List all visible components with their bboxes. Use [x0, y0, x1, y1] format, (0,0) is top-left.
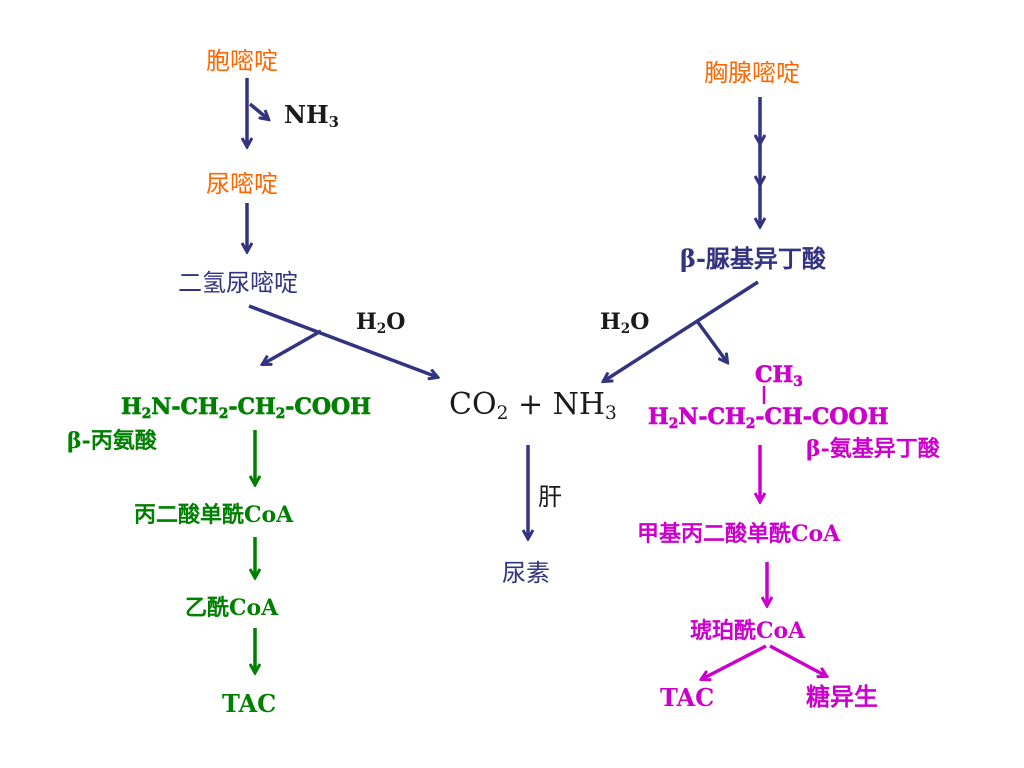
- beta-aminoisobutyrate-name: β-氨基异丁酸: [806, 436, 940, 462]
- uracil-label: 尿嘧啶: [206, 170, 278, 198]
- succinyl-coa-label: 琥珀酰CoA: [690, 618, 806, 644]
- nh3-release-label: NH3: [284, 100, 339, 132]
- arrow-ureido-to-co2: [604, 280, 759, 381]
- arrow-nh3-branch: [248, 102, 268, 119]
- water-right-label: H2O: [600, 309, 650, 337]
- malonyl-semialdehyde-coa-label: 丙二酸单酰CoA: [134, 502, 294, 528]
- arrow-branch-to-aminoisobutyrate: [695, 319, 727, 362]
- tac-right-label: TAC: [660, 683, 715, 712]
- beta-aminoisobutyrate-formula: H2N-CH2-CH-COOH: [648, 404, 889, 432]
- arrow-branch-to-beta-alanine: [263, 329, 322, 364]
- arrow-dihydrouracil-to-co2: [248, 304, 437, 377]
- water-left-label: H2O: [356, 309, 406, 337]
- liver-label: 肝: [538, 483, 562, 511]
- co2-nh3-label: CO2 + NH3: [449, 387, 617, 425]
- methylmalonyl-coa-label: 甲基丙二酸单酰CoA: [637, 521, 841, 547]
- beta-ureidoisobutyrate-label: β-脲基异丁酸: [680, 244, 826, 273]
- beta-alanine-name: β-丙氨酸: [67, 428, 157, 454]
- dihydrouracil-label: 二氢尿嘧啶: [178, 269, 298, 297]
- arrow-succinyl-to-tac: [702, 644, 767, 679]
- acetyl-coa-label: 乙酰CoA: [185, 595, 279, 621]
- tac-left-label: TAC: [222, 689, 277, 718]
- thymine-label: 胸腺嘧啶: [704, 59, 800, 87]
- methyl-group-label: CH3: [755, 362, 803, 390]
- cytosine-label: 胞嘧啶: [206, 47, 278, 75]
- gluconeogenesis-label: 糖异生: [806, 682, 878, 711]
- arrow-succinyl-to-gluconeogenesis: [769, 644, 826, 676]
- beta-alanine-formula: H2N-CH2-CH2-COOH: [121, 394, 372, 422]
- urea-label: 尿素: [502, 559, 550, 587]
